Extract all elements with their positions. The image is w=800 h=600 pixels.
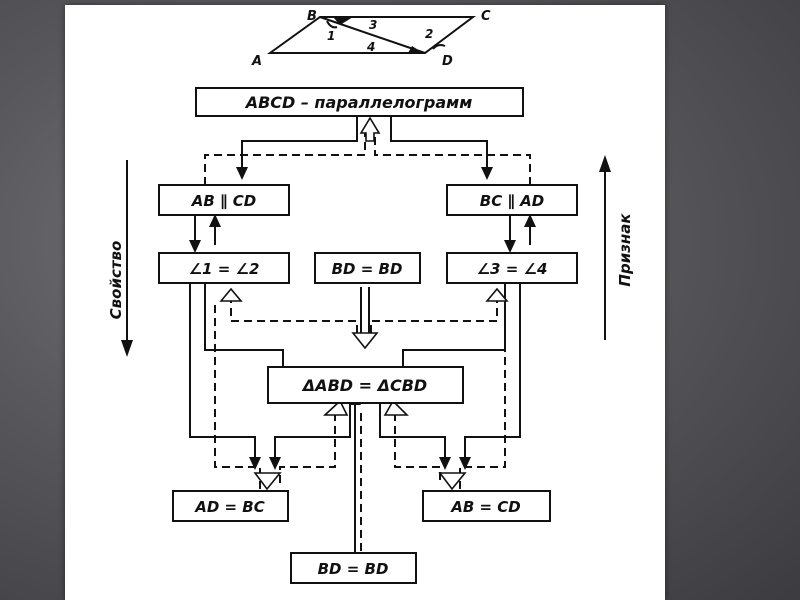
box-ab-cd-equal: AB = CD [422,490,551,522]
vertex-a: A [251,54,262,69]
arrowhead [189,240,201,253]
angle-3-label: 3 [369,18,377,32]
hollow-arrow-down [438,472,467,491]
angle-1-label: 1 [327,29,335,43]
box-bd-mid-label: BD = BD [332,260,403,278]
arrowhead [504,240,516,253]
arrowheads [189,116,536,491]
arrowhead [459,457,471,470]
angle-4-label: 4 [366,40,375,54]
arrowhead [481,167,493,180]
angle-mark-b [333,17,353,25]
box-bc-parallel-ad-label: BC ∥ AD [480,192,544,210]
right-side-indicator: Признак [599,155,634,340]
arrowhead [524,214,536,227]
left-side-indicator: Свойство [107,160,133,357]
arrowhead [439,457,451,470]
arrowhead [236,167,248,180]
arrowhead [249,457,261,470]
connectors [189,116,531,553]
arrowhead [269,457,281,470]
box-ab-parallel-cd-label: AB ∥ CD [191,192,256,210]
vertex-c: C [481,9,491,24]
box-ab-parallel-cd: AB ∥ CD [158,184,290,216]
label-property: Свойство [107,241,125,320]
box-top: ABCD – параллелограмм [195,87,524,117]
vertex-d: D [442,54,453,69]
box-bd-bottom-label: BD = BD [318,560,389,578]
label-criterion: Признак [616,213,634,287]
hollow-arrow-up [322,399,349,416]
box-angle-1-2-label: ∠1 = ∠2 [189,260,260,278]
box-angle-3-4: ∠3 = ∠4 [446,252,578,284]
box-bd-mid: BD = BD [314,252,421,284]
slide: B C A D 1 2 3 4 [65,5,665,600]
angle-2-label: 2 [425,27,433,41]
arrow-up-icon [599,155,611,172]
vertex-b: B [307,9,317,24]
parallelogram-figure: B C A D 1 2 3 4 [251,9,491,69]
flow-diagram: B C A D 1 2 3 4 [107,9,634,584]
hollow-arrow-down [351,332,379,350]
box-triangles-label: ΔABD = ΔCBD [301,376,427,395]
box-ab-cd-equal-label: AB = CD [450,498,521,516]
box-angle-3-4-label: ∠3 = ∠4 [477,260,548,278]
hollow-arrow-up [219,287,243,302]
hollow-arrow-up [485,287,509,302]
angle-mark-d [408,46,423,53]
box-ad-bc-label: AD = BC [194,498,265,516]
box-bc-parallel-ad: BC ∥ AD [446,184,578,216]
box-top-label: ABCD – параллелограмм [244,93,473,112]
box-triangles: ΔABD = ΔCBD [267,366,464,404]
box-ad-bc: AD = BC [172,490,289,522]
arrowhead [209,214,221,227]
box-bd-bottom: BD = BD [290,552,417,584]
box-angle-1-2: ∠1 = ∠2 [158,252,290,284]
hollow-arrow-up [383,399,409,416]
hollow-arrow-down [253,472,282,491]
hollow-arrow-up [359,116,381,142]
arrow-down-icon [121,340,133,357]
